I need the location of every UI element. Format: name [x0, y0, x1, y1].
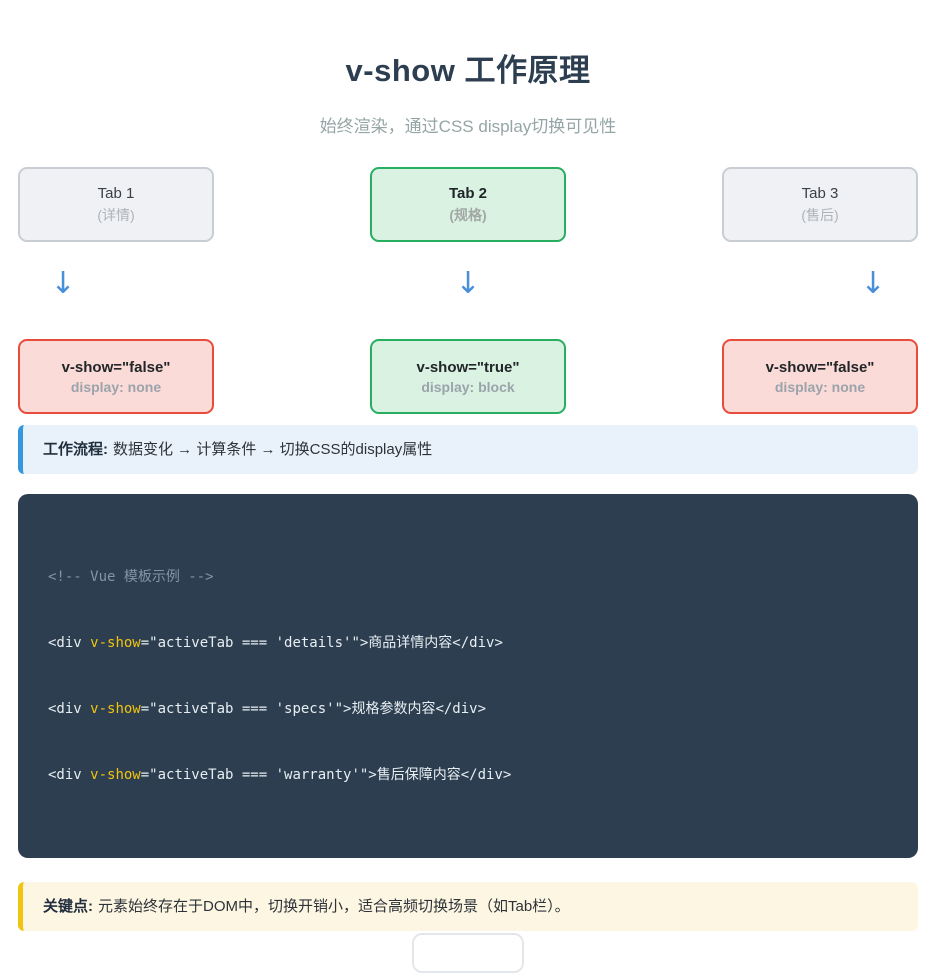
display-css-value: display: none	[70, 378, 162, 395]
code-line-warranty: <div v-show="activeTab === 'warranty'">售…	[48, 764, 888, 786]
code-text: ="activeTab === 'details'">商品详情内容</div>	[140, 635, 503, 651]
keypoint-label: 关键点:	[43, 898, 93, 915]
vshow-false-box-right: v-show="false" display: none	[722, 339, 918, 414]
tab-2-sublabel: (规格)	[449, 206, 487, 223]
tab-2-label: Tab 2	[448, 184, 488, 202]
tab-1-sublabel: (详情)	[97, 206, 135, 223]
diagram-container: v-show 工作原理 始终渲染，通过CSS display切换可见性 Tab …	[0, 45, 936, 973]
vshow-keyword: v-show	[90, 767, 141, 783]
down-arrow-icon: ↓	[50, 266, 76, 301]
code-line-specs: <div v-show="activeTab === 'specs'">规格参数…	[48, 698, 888, 720]
arrows-row: ↓ ↓ ↓	[18, 260, 918, 308]
workflow-callout: 工作流程: 数据变化 → 计算条件 → 切换CSS的display属性	[18, 425, 918, 474]
page-subtitle: 始终渲染，通过CSS display切换可见性	[319, 117, 617, 136]
down-arrow-icon: ↓	[860, 266, 886, 301]
tab-1-box[interactable]: Tab 1 (详情)	[18, 167, 214, 242]
keypoint-text: 元素始终存在于DOM中，切换开销小，适合高频切换场景（如Tab栏）。	[98, 898, 570, 915]
code-text: <div	[48, 701, 91, 717]
keypoint-callout: 关键点: 元素始终存在于DOM中，切换开销小，适合高频切换场景（如Tab栏）。	[18, 882, 918, 931]
code-text: ="activeTab === 'specs'">规格参数内容</div>	[140, 701, 487, 717]
tab-3-sublabel: (售后)	[801, 206, 839, 223]
tab-3-box[interactable]: Tab 3 (售后)	[722, 167, 918, 242]
tab-1-label: Tab 1	[97, 184, 135, 202]
tab-3-label: Tab 3	[801, 184, 839, 202]
tabs-row: Tab 1 (详情) Tab 2 (规格) Tab 3 (售后)	[18, 167, 918, 242]
vshow-true-box-center: v-show="true" display: block	[370, 339, 566, 414]
workflow-text: 数据变化 → 计算条件 → 切换CSS的display属性	[113, 441, 433, 458]
vshow-directive: v-show="true"	[416, 358, 520, 376]
code-text: <div	[48, 767, 91, 783]
code-text: ="activeTab === 'warranty'">售后保障内容</div>	[140, 767, 512, 783]
display-css-value: display: none	[774, 378, 866, 395]
down-arrow-icon: ↓	[455, 266, 481, 301]
vshow-keyword: v-show	[90, 635, 141, 651]
code-text: <div	[48, 635, 91, 651]
code-line-details: <div v-show="activeTab === 'details'">商品…	[48, 632, 888, 654]
vshow-directive: v-show="false"	[61, 358, 171, 376]
code-comment-line: <!-- Vue 模板示例 -->	[48, 569, 214, 585]
code-block: <!-- Vue 模板示例 --> <div v-show="activeTab…	[18, 494, 918, 858]
vshow-directive: v-show="false"	[765, 358, 875, 376]
states-row: v-show="false" display: none v-show="tru…	[18, 339, 918, 414]
page-title: v-show 工作原理	[345, 53, 591, 88]
display-css-value: display: block	[421, 378, 515, 395]
vshow-false-box-left: v-show="false" display: none	[18, 339, 214, 414]
vshow-keyword: v-show	[90, 701, 141, 717]
partially-visible-bottom-box[interactable]	[412, 933, 524, 973]
tab-2-box-active[interactable]: Tab 2 (规格)	[370, 167, 566, 242]
workflow-label: 工作流程:	[43, 441, 108, 458]
